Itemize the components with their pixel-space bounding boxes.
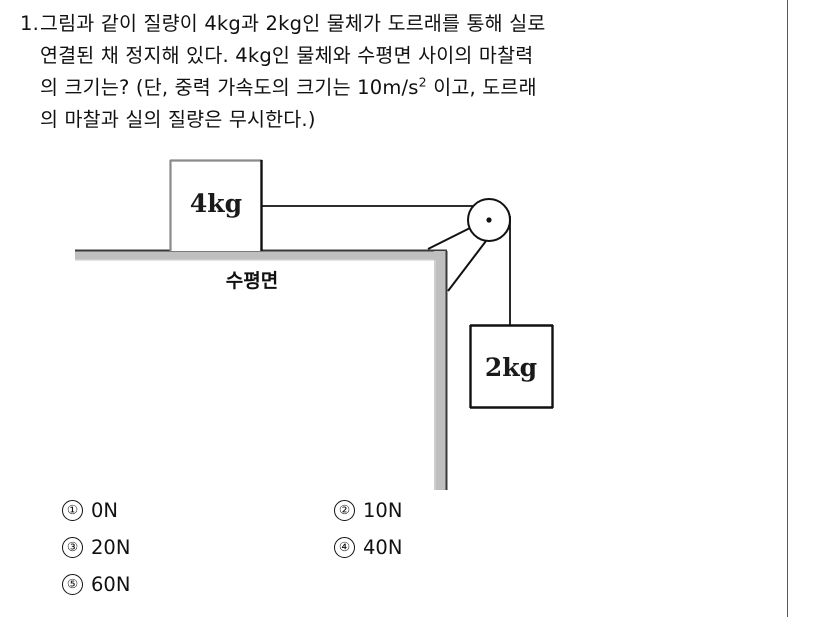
block-4kg: 4kg xyxy=(169,159,263,251)
horizontal-surface xyxy=(75,249,447,261)
pulley-axle-dot xyxy=(486,217,492,223)
question-number: 1. xyxy=(20,12,40,35)
choice-5-label: 60N xyxy=(91,572,131,596)
question-line-1-text: 그림과 같이 질량이 4kg과 2kg인 물체가 도르래를 통해 실로 xyxy=(40,12,546,35)
choice-row-1: ① 0N ② 10N xyxy=(62,500,662,537)
superscript-exponent: 2 xyxy=(418,74,427,90)
choice-1[interactable]: ① 0N xyxy=(62,500,118,521)
choice-2-marker: ② xyxy=(334,500,355,521)
surface-label: 수평면 xyxy=(226,270,278,292)
question-line-3: 의 크기는? (단, 중력 가속도의 크기는 10m/s2 이고, 도르래 xyxy=(40,72,768,104)
block-2kg-label: 2kg xyxy=(485,353,537,382)
question-line-2: 연결된 채 정지해 있다. 4kg인 물체와 수평면 사이의 마찰력 xyxy=(40,40,768,72)
question-line-4: 의 마찰과 실의 질량은 무시한다.) xyxy=(40,104,768,136)
choice-2[interactable]: ② 10N xyxy=(334,500,402,521)
question-line-3-tail: 이고, 도르래 xyxy=(426,76,537,99)
choice-row-2: ③ 20N ④ 40N xyxy=(62,537,662,574)
page-right-border xyxy=(787,0,788,617)
physics-diagram: 4kg 2kg xyxy=(0,140,786,500)
question-text-block: 1.그림과 같이 질량이 4kg과 2kg인 물체가 도르래를 통해 실로 연결… xyxy=(20,8,768,136)
choice-3-marker: ③ xyxy=(62,537,83,558)
choice-1-marker: ① xyxy=(62,500,83,521)
question-line-4-text: 의 마찰과 실의 질량은 무시한다.) xyxy=(40,108,316,131)
choice-5[interactable]: ⑤ 60N xyxy=(62,574,130,595)
block-4kg-label: 4kg xyxy=(190,189,242,218)
choice-5-marker: ⑤ xyxy=(62,574,83,595)
choice-row-3: ⑤ 60N xyxy=(62,574,662,611)
question-line-3-text: 의 크기는? (단, 중력 가속도의 크기는 10m/s xyxy=(40,76,419,99)
choice-3-label: 20N xyxy=(91,535,131,559)
pulley xyxy=(467,198,511,242)
choice-1-label: 0N xyxy=(91,498,118,522)
choice-4-label: 40N xyxy=(363,535,403,559)
block-2kg: 2kg xyxy=(469,324,554,409)
question-line-1: 1.그림과 같이 질량이 4kg과 2kg인 물체가 도르래를 통해 실로 xyxy=(20,8,768,40)
pulley-support-bracket xyxy=(427,227,487,292)
answer-choices: ① 0N ② 10N ③ 20N ④ 40N ⑤ 60N xyxy=(62,500,662,611)
choice-3[interactable]: ③ 20N xyxy=(62,537,130,558)
choice-2-label: 10N xyxy=(363,498,403,522)
vertical-wall xyxy=(434,251,448,490)
choice-4-marker: ④ xyxy=(334,537,355,558)
question-line-2-text: 연결된 채 정지해 있다. 4kg인 물체와 수평면 사이의 마찰력 xyxy=(40,44,534,67)
choice-4[interactable]: ④ 40N xyxy=(334,537,402,558)
